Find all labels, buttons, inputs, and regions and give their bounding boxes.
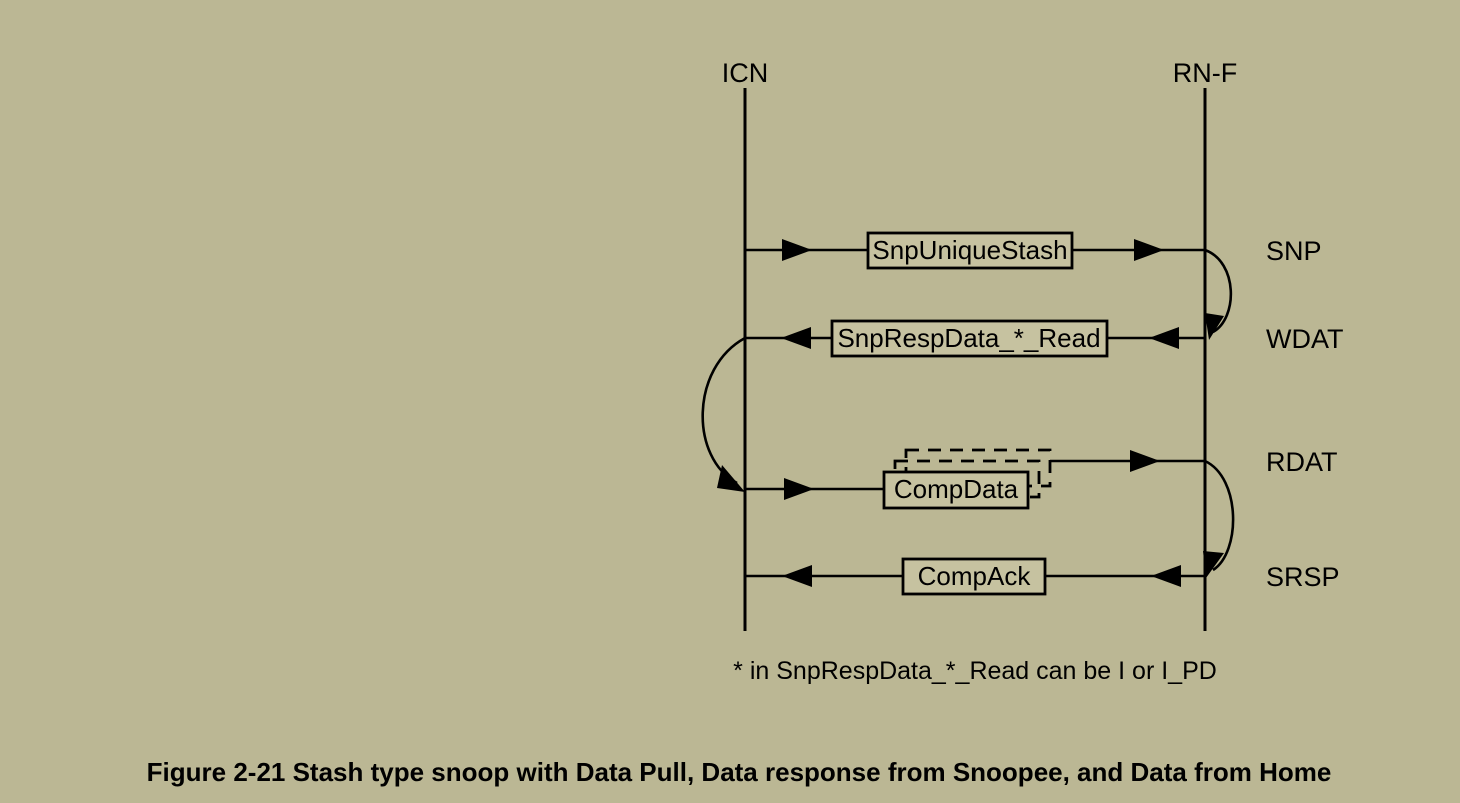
- arrowhead-right-icon: [1130, 450, 1160, 472]
- message-box-snp-unique-stash[interactable]: [866, 231, 1074, 270]
- message-comp-ack: CompAck: [745, 557, 1205, 596]
- channel-labels: SNP WDAT RDAT SRSP: [1266, 236, 1343, 592]
- arrowhead-left-icon: [781, 327, 811, 349]
- message-label-comp-data: CompData: [894, 474, 1019, 504]
- arrowhead-right-icon: [1134, 239, 1164, 261]
- message-snp-resp-data-read: SnpRespData_*_Read: [745, 319, 1205, 358]
- figure-caption: Figure 2-21 Stash type snoop with Data P…: [147, 757, 1332, 787]
- channel-label-srsp: SRSP: [1266, 562, 1340, 592]
- message-box-comp-data[interactable]: [882, 470, 1030, 510]
- arc-path-rnf-snp-to-wdat: [1204, 248, 1233, 334]
- message-label-comp-ack: CompAck: [918, 561, 1032, 591]
- arc-icn-wdat-to-rdat: [701, 336, 746, 492]
- lifeline-rnf: RN-F: [1173, 58, 1237, 631]
- arc-path-rnf-rdat-to-srsp: [1204, 459, 1235, 572]
- arc-rnf-rdat-to-srsp: [1203, 459, 1235, 578]
- figure-footnote: * in SnpRespData_*_Read can be I or I_PD: [733, 657, 1217, 685]
- channel-label-snp: SNP: [1266, 236, 1322, 266]
- message-box-comp-ack[interactable]: [901, 557, 1047, 596]
- lifeline-label-icn: ICN: [722, 58, 769, 88]
- arrowhead-left-icon: [1149, 327, 1179, 349]
- arrowhead-right-icon: [782, 239, 812, 261]
- message-comp-data: CompData: [745, 448, 1205, 510]
- channel-label-rdat: RDAT: [1266, 447, 1338, 477]
- arrowhead-left-icon: [1151, 565, 1181, 587]
- arrowhead-down-icon: [717, 465, 745, 492]
- arc-path-icn-wdat-to-rdat: [701, 336, 746, 485]
- message-label-snp-resp-data-read: SnpRespData_*_Read: [837, 323, 1100, 353]
- arrowhead-down-icon: [1205, 313, 1224, 340]
- lifeline-label-rnf: RN-F: [1173, 58, 1237, 88]
- arrowhead-left-icon: [782, 565, 812, 587]
- message-box-snp-resp-data-read[interactable]: [830, 319, 1109, 358]
- message-snp-unique-stash: SnpUniqueStash: [745, 231, 1205, 270]
- arc-rnf-snp-to-wdat: [1204, 248, 1233, 340]
- message-label-snp-unique-stash: SnpUniqueStash: [872, 235, 1067, 265]
- arrowhead-down-icon: [1203, 551, 1224, 578]
- arrowhead-right-icon: [784, 478, 814, 500]
- lifeline-icn: ICN: [722, 58, 769, 631]
- channel-label-wdat: WDAT: [1266, 324, 1343, 354]
